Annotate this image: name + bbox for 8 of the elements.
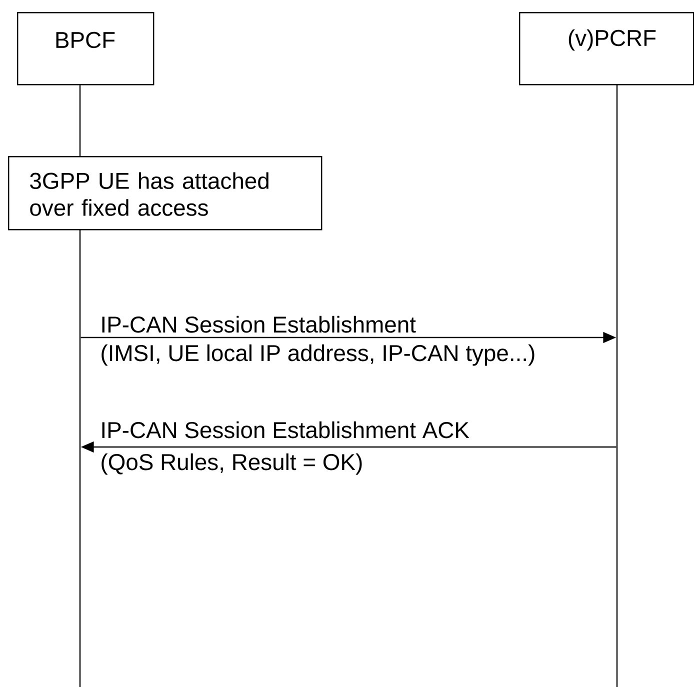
message-parameters: (IMSI, UE local IP address, IP-CAN type...): [102, 344, 534, 366]
note-box: 3GPP UE has attached over fixed access: [8, 156, 322, 230]
message-parameters: (QoS Rules, Result = OK): [102, 453, 362, 475]
line: [79, 85, 81, 156]
participant-box: (v)PCRF: [519, 12, 694, 86]
edge-label: IP-CAN Session Establishment: [102, 316, 416, 333]
participant-box: BPCF: [17, 12, 154, 86]
edge-label: IP-CAN Session Establishment ACK: [102, 421, 470, 438]
